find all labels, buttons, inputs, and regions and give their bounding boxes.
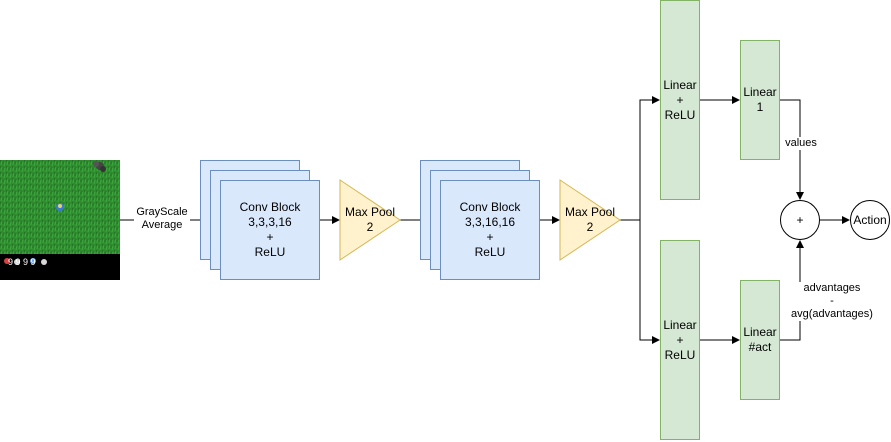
linear-relu-top: Linear + ReLU <box>660 0 700 200</box>
linear-values: Linear 1 <box>740 40 780 160</box>
action-node: Action <box>850 200 890 240</box>
edge-values-to-sum <box>780 99 804 200</box>
linear-act: Linear #act <box>740 280 780 400</box>
maxpool-1-label: Max Pool 2 <box>344 205 396 234</box>
hud-counts: 9 9 9 9 <box>8 257 36 267</box>
conv-block-2: Conv Block 3,3,16,16 + ReLU <box>440 180 540 280</box>
linear-relu-bottom: Linear + ReLU <box>660 240 700 440</box>
maxpool-2-label: Max Pool 2 <box>564 205 616 234</box>
sum-node: + <box>780 200 820 240</box>
edge-pool2-to-linear-bottom <box>639 220 660 344</box>
conv-block-1: Conv Block 3,3,3,16 + ReLU <box>220 180 320 280</box>
maxpool-1-shape <box>339 179 401 261</box>
game-screenshot-thumbnail: 9 9 9 9 <box>0 160 120 280</box>
edge-pool2-to-linear-top <box>620 96 660 221</box>
edge-advantages-to-sum <box>780 240 804 341</box>
edge-label-grayscale: GrayScale Average <box>134 206 190 232</box>
edge-label-advantages: advantages - avg(advantages) <box>786 282 878 321</box>
edge-label-values: values <box>782 137 820 150</box>
maxpool-2-shape <box>559 179 621 261</box>
